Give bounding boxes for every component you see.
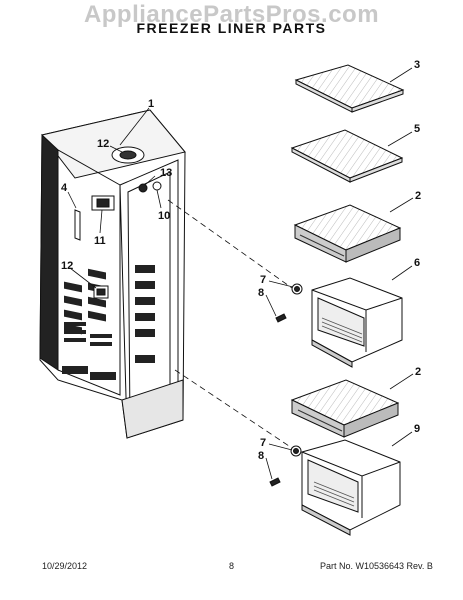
callout-9: 9 [414,423,420,435]
drawer-slide-hardware-upper [275,283,303,323]
callout-8-upper: 8 [258,287,264,299]
footer-date: 10/29/2012 [42,561,88,571]
callout-8-lower: 8 [258,450,264,462]
callout-3: 3 [414,59,420,71]
callout-1: 1 [148,98,154,110]
drawer-cover-2-upper [293,204,402,263]
watermark: AppliancePartsPros.com [83,1,380,28]
assembly-lines [167,199,293,449]
callout-7-lower: 7 [260,437,266,449]
callout-2-lower: 2 [415,366,421,378]
callout-5: 5 [414,123,420,135]
freezer-liner [39,109,186,439]
callout-6: 6 [414,257,420,269]
footer-part-number: Part No. W10536643 Rev. B [320,561,433,571]
callout-11: 11 [94,235,106,247]
page-title: FREEZER LINER PARTS [136,20,327,36]
callout-2-upper: 2 [415,190,421,202]
callout-13: 13 [160,167,172,179]
drawer-cover-2-lower [290,379,400,438]
drawer-slide-hardware-lower [269,445,302,487]
footer-page-number: 8 [229,561,235,571]
callout-12-upper: 12 [97,138,109,150]
leader-lines [67,67,414,480]
freezer-drawer-9 [301,439,401,536]
glass-shelf-5 [290,129,404,183]
callout-10: 10 [158,210,170,222]
freezer-drawer-6 [311,277,403,368]
callout-12-lower: 12 [61,260,73,272]
callout-7-upper: 7 [260,274,266,286]
callout-4: 4 [61,182,68,194]
glass-shelf-3 [294,64,405,113]
